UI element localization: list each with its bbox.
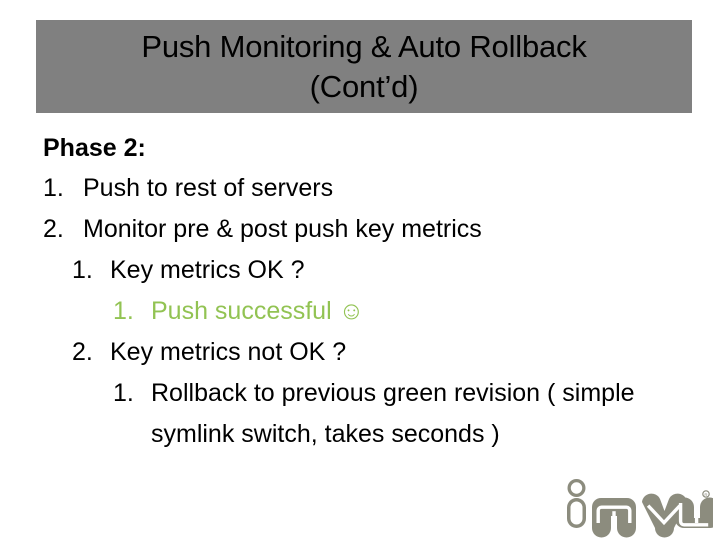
list-item: 1. Rollback to previous green revision (…	[0, 373, 728, 455]
list-item-label: Monitor pre & post push key metrics	[83, 215, 482, 243]
list-item: 1. Push to rest of servers	[0, 168, 728, 209]
list-marker: 2.	[72, 338, 93, 366]
list-item: 2. Key metrics not OK ?	[0, 332, 728, 373]
list-item-label: Rollback to previous green revision ( si…	[151, 379, 642, 448]
list-marker: 1.	[43, 174, 64, 202]
list-item: 1. Key metrics OK ?	[0, 250, 728, 291]
imvu-logo: R	[563, 478, 719, 540]
list-item-label: Key metrics OK ?	[110, 256, 305, 284]
slide-title-line-2: (Cont’d)	[309, 68, 419, 104]
list-item-label: Push successful	[151, 297, 339, 325]
list-item-label: Push to rest of servers	[83, 174, 334, 202]
slide-title-bar: Push Monitoring & Auto Rollback (Cont’d)	[36, 20, 692, 113]
body-heading-phase: Phase 2:	[43, 134, 146, 162]
list-marker: 1.	[72, 256, 93, 284]
registered-trademark-letter: R	[704, 492, 707, 497]
slide-body: Phase 2: 1. Push to rest of servers 2. M…	[0, 128, 728, 455]
list-item-push-successful: 1. Push successful ☺	[0, 291, 728, 332]
list-marker: 1.	[113, 297, 134, 325]
list-item-label: Key metrics not OK ?	[110, 338, 347, 366]
registered-trademark-icon	[702, 490, 710, 498]
imvu-wordmark-icon: R	[567, 479, 719, 538]
list-marker: 1.	[113, 379, 134, 407]
smiley-face-icon: ☺	[338, 297, 365, 325]
list-item: 2. Monitor pre & post push key metrics	[0, 209, 728, 250]
list-marker: 2.	[43, 215, 64, 243]
slide-title-line-1: Push Monitoring & Auto Rollback	[141, 28, 587, 64]
